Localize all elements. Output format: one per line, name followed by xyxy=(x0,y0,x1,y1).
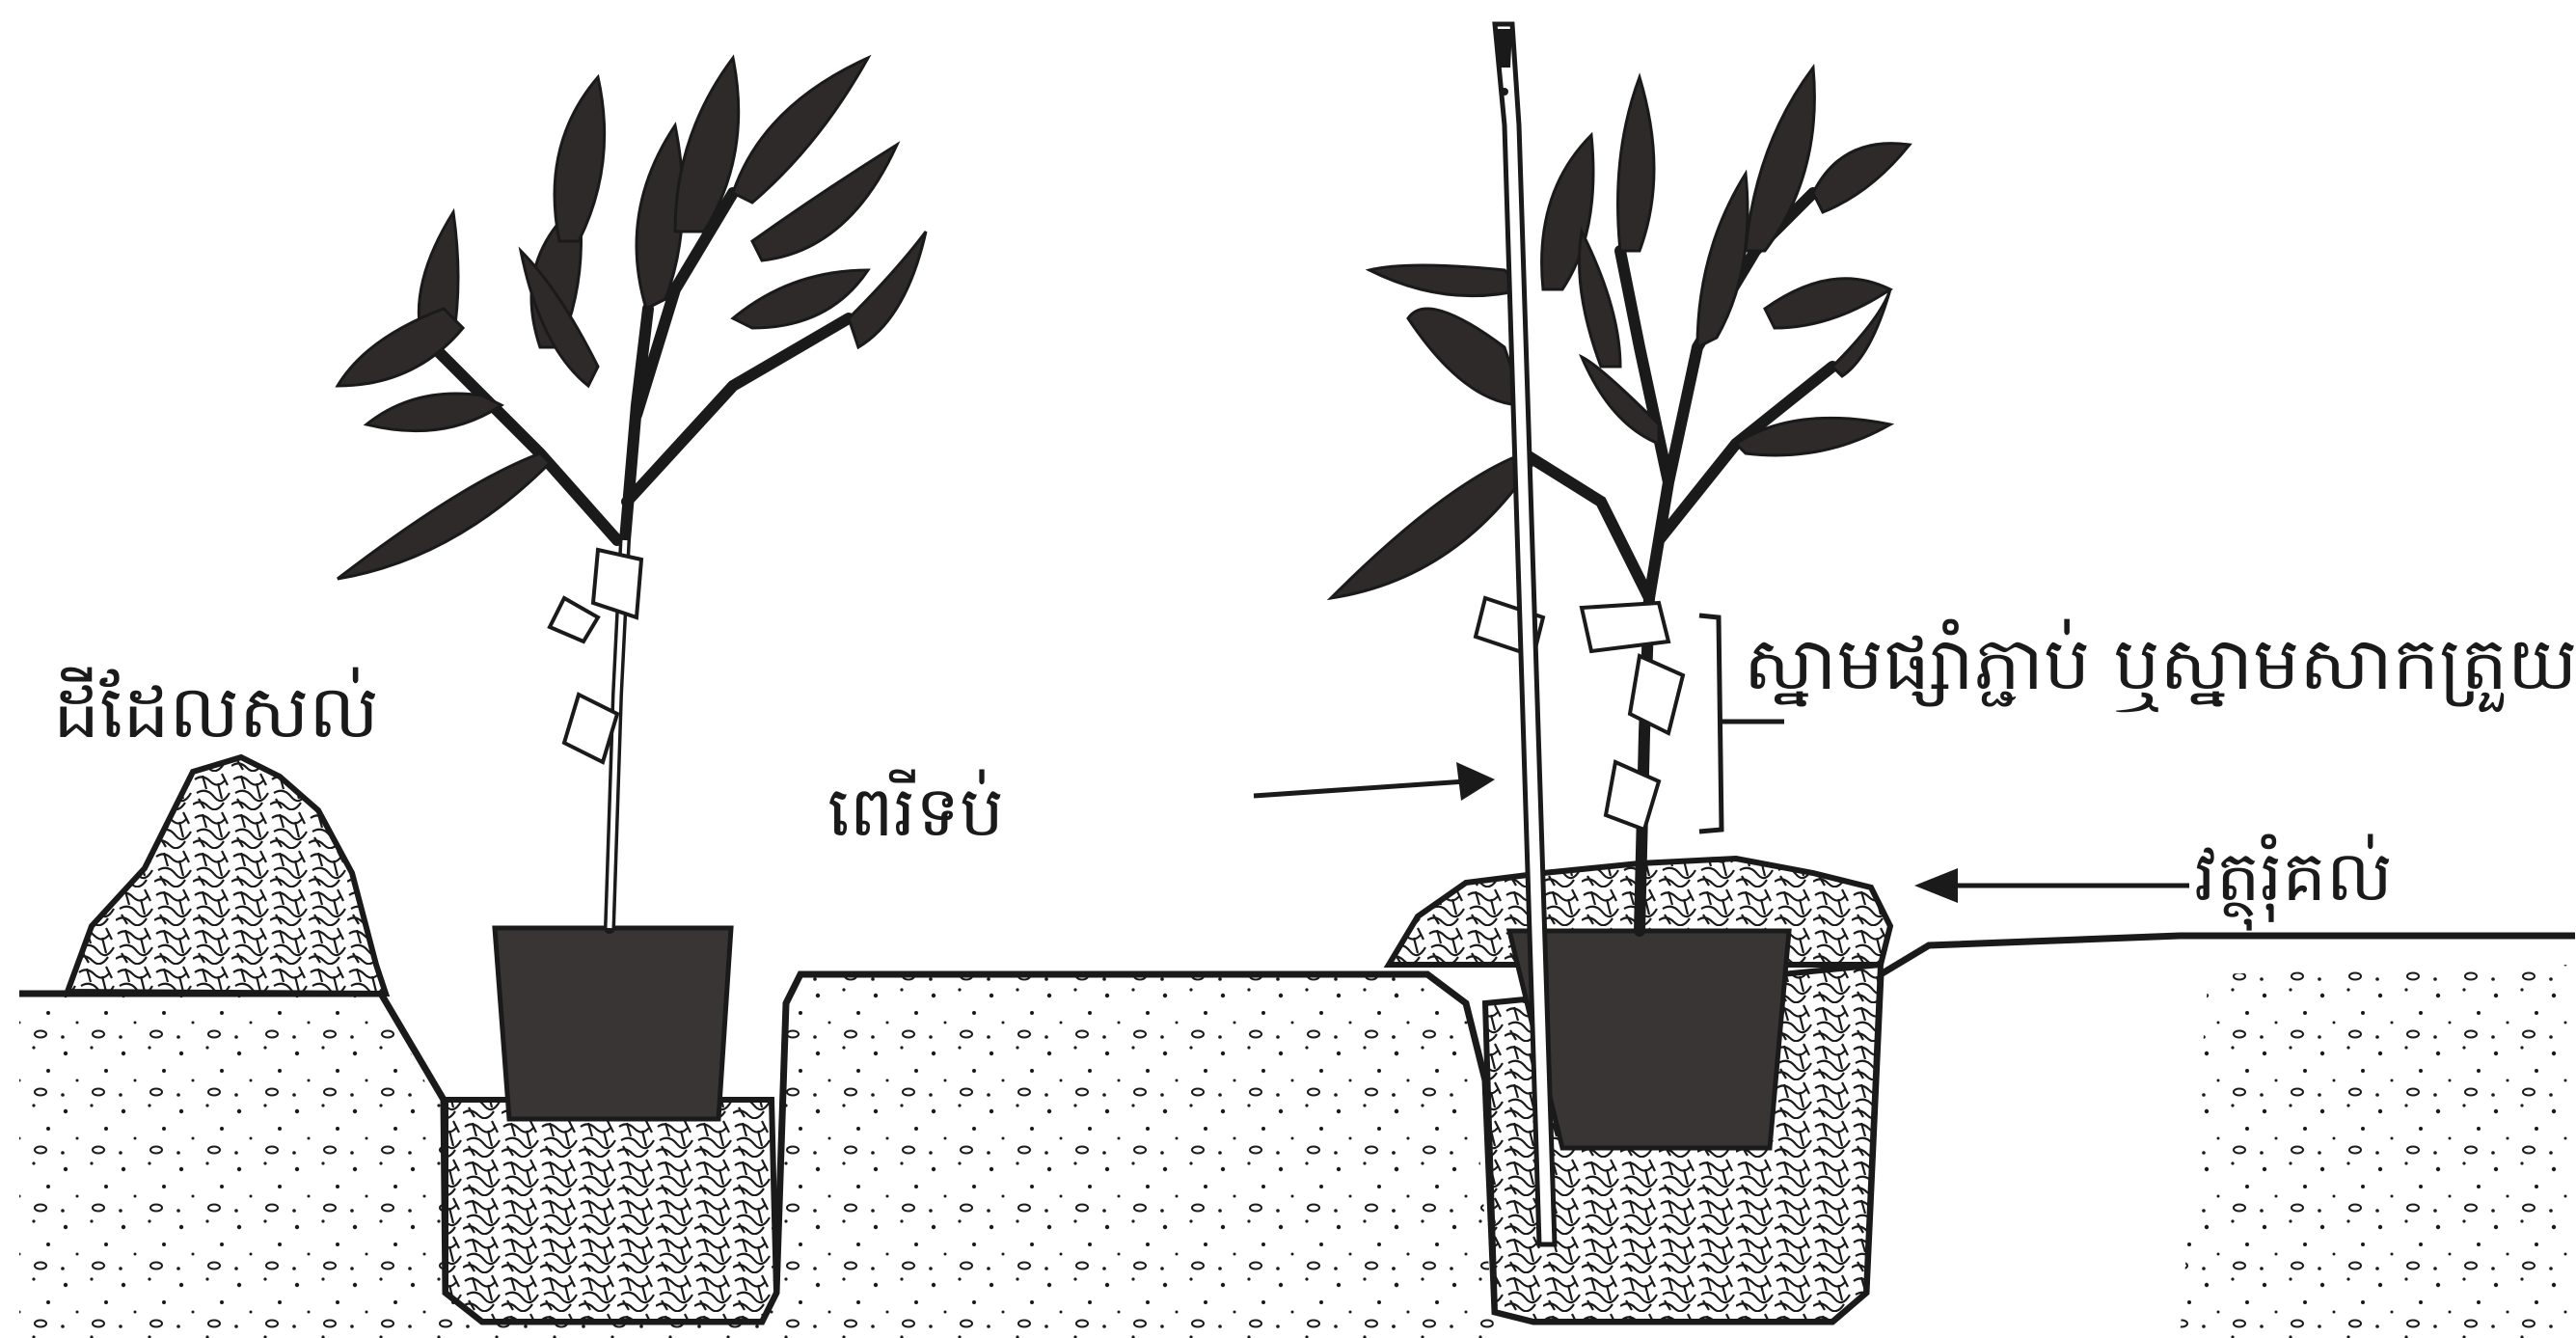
label-stake: ពេរីទប់ xyxy=(827,777,1004,846)
label-leftover-soil: ដីដែលសល់ xyxy=(53,675,379,749)
soil-pile xyxy=(68,757,386,994)
graft-tie-left xyxy=(550,550,641,762)
arrow-mulch xyxy=(1914,868,2189,903)
label-graft-union: ស្នាមផ្សាំភ្ជាប់ ឬស្នាមសាកត្រួយ xyxy=(1744,627,2576,700)
foliage-right xyxy=(1331,68,1910,598)
label-mulch: វត្ថុរុំគល់ xyxy=(2194,841,2393,911)
arrow-stake xyxy=(1254,762,1495,801)
hole-fill-left xyxy=(446,1100,776,1322)
graft-tie-right xyxy=(1476,598,1683,830)
pot-left xyxy=(495,928,731,1119)
